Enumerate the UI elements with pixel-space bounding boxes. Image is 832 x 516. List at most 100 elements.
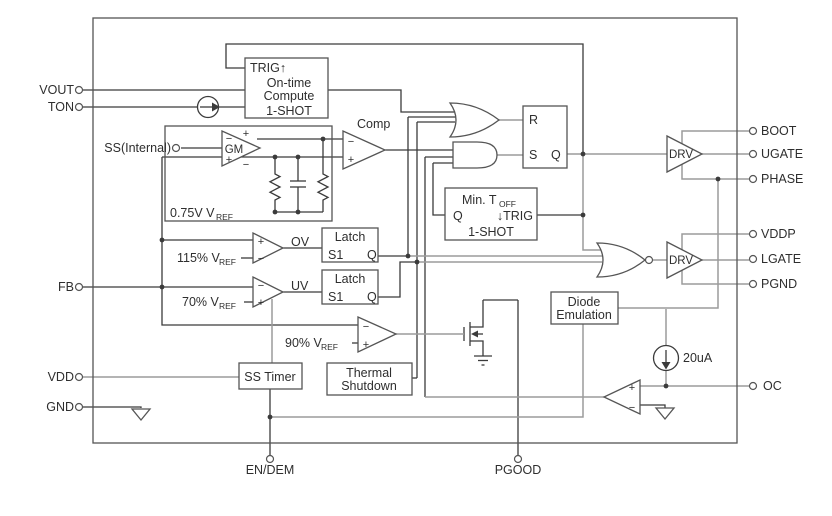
node-label-ss-internal: SS(Internal)	[104, 141, 171, 155]
and-gate	[452, 141, 498, 169]
wire-latch-uv-q	[378, 261, 417, 298]
pin-label-vdd: VDD	[48, 370, 74, 384]
p90-plus: +	[363, 339, 369, 351]
wire-endem-to-diode-emu	[270, 323, 584, 418]
nor-gate-bubble	[644, 255, 654, 265]
comp-label: Comp	[357, 117, 390, 131]
junction-dot-layer	[159, 136, 721, 420]
vref-115-sub: REF	[219, 257, 236, 267]
gm-plus-top: +	[243, 128, 249, 140]
rs-s-label: S	[529, 148, 537, 162]
mintoff-title-sub: OFF	[499, 199, 516, 209]
thermal-shutdown-block	[326, 362, 413, 396]
mosfet-source	[470, 340, 484, 356]
junction-dot	[320, 136, 326, 142]
block-ontime-line3: 1-SHOT	[266, 104, 312, 118]
junction-dot	[663, 383, 669, 389]
pin-boot	[748, 126, 758, 136]
pin-label-lgate: LGATE	[761, 252, 801, 266]
pin-vout	[74, 85, 84, 95]
gm-minus-top: −	[226, 133, 232, 145]
pin-fb	[74, 282, 84, 292]
vref-90-sub: REF	[321, 342, 338, 352]
drv-lower-label: DRV	[669, 255, 693, 267]
diode-emulation-line1: Diode	[568, 295, 601, 309]
uv-signal-label: UV	[291, 279, 309, 293]
wire-ontime-out	[328, 89, 454, 113]
block-ontime-line2: Compute	[264, 89, 315, 103]
uv-comparator-triangle	[252, 275, 285, 309]
ss-timer-label: SS Timer	[244, 370, 295, 384]
ov-latch-block	[321, 227, 379, 263]
junction-dot	[159, 284, 165, 290]
or-gate	[448, 102, 501, 138]
vref-90-label: 90% V	[285, 336, 322, 350]
uv-plus: +	[258, 297, 264, 309]
junction-dot	[272, 154, 278, 160]
mintoff-title: Min. T	[462, 193, 497, 207]
nor-gate	[595, 242, 647, 278]
block-ontime-trig: TRIG↑	[250, 61, 286, 75]
comp-plus: +	[348, 154, 354, 166]
chip-boundary	[92, 17, 738, 444]
gm-minus-bottom: −	[243, 159, 249, 171]
wire-fb-bus-down	[161, 287, 358, 326]
latch-uv-title: Latch	[335, 272, 366, 286]
mintoff-shot: 1-SHOT	[468, 225, 514, 239]
pin-lgate	[748, 254, 758, 264]
wire-gnd	[82, 406, 142, 408]
latch-uv-s1: S1	[328, 290, 343, 304]
p90-minus: −	[363, 321, 369, 333]
thermal-line1: Thermal	[346, 366, 392, 380]
pin-label-phase: PHASE	[761, 172, 803, 186]
pin-label-boot: BOOT	[761, 124, 797, 138]
vref-075-sub: REF	[216, 212, 233, 222]
vref-70-sub: REF	[219, 301, 236, 311]
wire-boot	[681, 130, 749, 144]
mintoff-trig: ↓TRIG	[497, 209, 533, 223]
ton-current-source-arrowhead	[212, 102, 220, 112]
gm-amp-triangle	[221, 129, 262, 168]
uv-latch-block	[321, 269, 379, 305]
vref-075-label: 0.75V V	[170, 206, 215, 220]
pin-en-dem	[265, 454, 275, 464]
uv-minus: −	[258, 280, 264, 292]
diode-emulation-line2: Emulation	[556, 308, 612, 322]
wire-mintoff-q	[432, 163, 445, 216]
wire-pgnd	[681, 270, 749, 285]
vref-115-label: 115% V	[177, 251, 221, 265]
pin-label-gnd: GND	[46, 400, 74, 414]
mosfet-drain	[470, 300, 484, 328]
node-ss-internal	[171, 143, 181, 153]
gnd-symbol-triangle	[130, 408, 152, 422]
pin-label-vout: VOUT	[39, 83, 74, 97]
wire-phase	[681, 164, 749, 180]
wire-phase-to-diode-emu	[618, 179, 719, 309]
wire-vddp	[681, 233, 749, 250]
ov-signal-label: OV	[291, 235, 310, 249]
oc-comparator-triangle	[602, 378, 641, 416]
pin-label-ton: TON	[48, 100, 74, 114]
drv-lower-triangle	[666, 240, 704, 280]
block-ontime-line1: On-time	[267, 76, 312, 90]
pin-oc	[748, 381, 758, 391]
pin-label-en-dem: EN/DEM	[246, 463, 295, 477]
pin-vdd	[74, 372, 84, 382]
wire-oc-minus	[640, 404, 666, 408]
pin-gnd	[74, 402, 84, 412]
rs-flipflop-block	[522, 105, 568, 169]
latch-ov-title: Latch	[335, 230, 366, 244]
junction-dot	[715, 176, 721, 182]
pin-ton	[74, 102, 84, 112]
mosfet-body-arrowhead	[471, 330, 478, 338]
pin-label-ugate: UGATE	[761, 147, 803, 161]
pin-label-pgnd: PGND	[761, 277, 797, 291]
pin-label-vddp: VDDP	[761, 227, 796, 241]
rs-q-label: Q	[551, 148, 561, 162]
oc-gnd-symbol-triangle	[654, 407, 676, 421]
pgood-90pct-comparator-triangle	[357, 315, 398, 354]
junction-dot	[159, 237, 165, 243]
vref-70-label: 70% V	[182, 295, 219, 309]
